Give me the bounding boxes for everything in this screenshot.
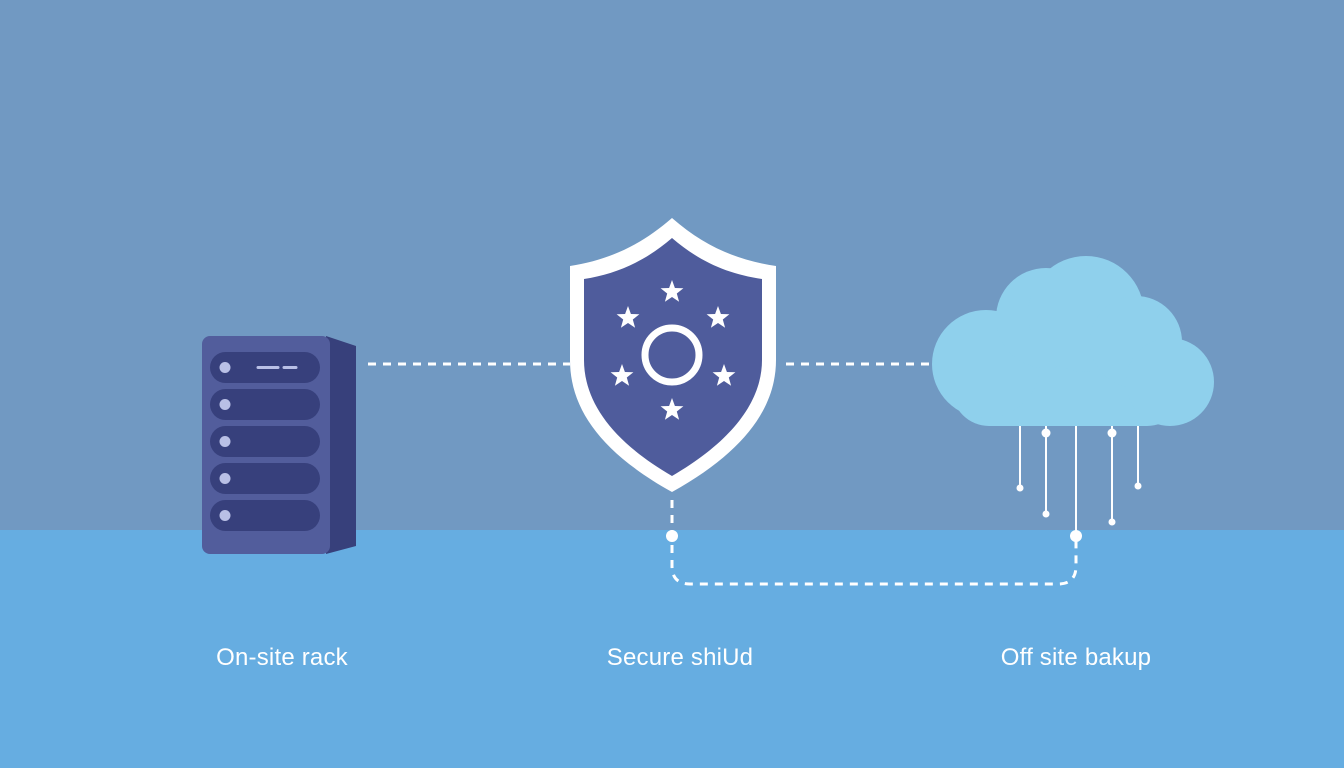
server-rack-side <box>326 336 356 554</box>
cloud-caption: Off site bakup <box>1000 644 1152 671</box>
drive-led <box>219 473 231 484</box>
cloud-shape <box>932 256 1214 426</box>
data-drop-dot <box>1072 532 1080 540</box>
shield-face <box>584 238 762 476</box>
drive-bay <box>210 426 320 457</box>
data-drop-dot <box>1108 518 1116 526</box>
drive-led <box>219 399 231 410</box>
shield-icon <box>570 218 776 492</box>
server-rack-icon <box>202 336 356 554</box>
star-icon <box>660 280 684 302</box>
data-drop-dot <box>1016 484 1024 492</box>
server-rack-drives <box>210 352 320 531</box>
shield-ring <box>641 324 703 386</box>
shield-stars <box>610 280 736 420</box>
star-icon <box>610 364 634 386</box>
star-icon <box>616 306 640 328</box>
data-drop-dot <box>1042 510 1050 518</box>
cloud-icon <box>932 256 1214 540</box>
drive-bay <box>210 389 320 420</box>
drive-led <box>219 362 231 373</box>
rack-caption: On-site rack <box>216 644 348 671</box>
drive-led <box>219 510 231 521</box>
connector-shield-to-cloud-loop <box>670 500 1078 586</box>
shield-caption: Secure shiUd <box>606 644 754 671</box>
connector-node-dot <box>666 530 678 542</box>
drive-bay <box>210 500 320 531</box>
data-drop-dot <box>1134 482 1142 490</box>
star-icon <box>706 306 730 328</box>
ground-band <box>0 530 1344 768</box>
cloud-data-drops <box>1016 424 1142 540</box>
drive-led <box>219 436 231 447</box>
star-icon <box>712 364 736 386</box>
drive-bay <box>210 463 320 494</box>
data-drop-dot <box>1107 428 1117 438</box>
star-icon <box>660 398 684 420</box>
data-drop-dot <box>1041 428 1051 438</box>
